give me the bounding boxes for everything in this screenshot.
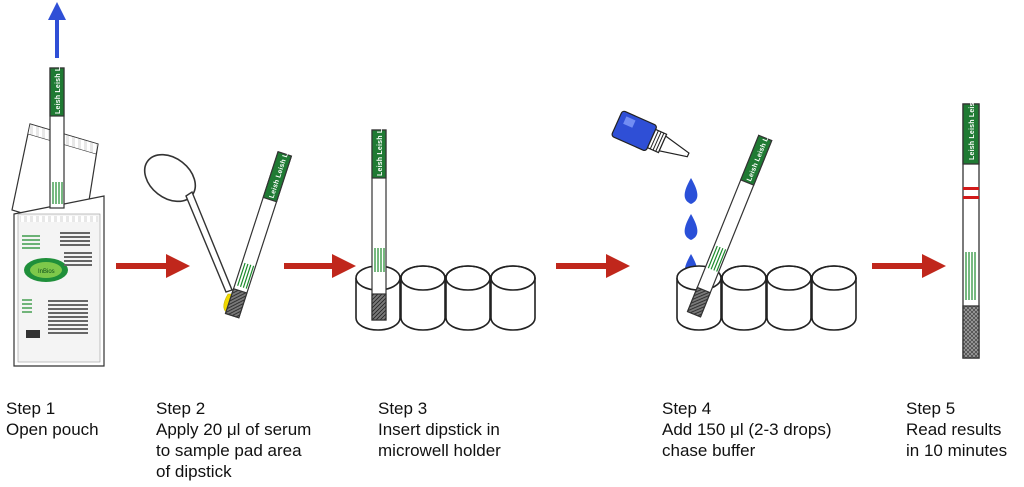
flow-arrow-3 xyxy=(556,254,630,278)
flow-arrow-2 xyxy=(284,254,356,278)
dipstick-step3: Leish Leish Leish xyxy=(371,114,387,321)
dipstick-step1: Leish Leish Leish xyxy=(49,52,65,209)
step-5-title: Step 5 xyxy=(906,399,956,418)
step2-illustration: Leish Leish Leish xyxy=(143,138,294,319)
step3-illustration: Leish Leish Leish xyxy=(355,114,536,331)
step-1-caption: Step 1 Open pouch xyxy=(6,398,99,440)
step-2-line-3: of dipstick xyxy=(156,462,232,481)
step-1-line-1: Open pouch xyxy=(6,420,99,439)
step-2-title: Step 2 xyxy=(156,399,206,418)
flow-arrow-1 xyxy=(116,254,190,278)
step-2-line-1: Apply 20 μl of serum xyxy=(156,420,312,439)
pouch-logo-text: InBios xyxy=(38,269,55,275)
dipstick-step2: Leish Leish Leish xyxy=(224,138,294,319)
step-5-line-1: Read results xyxy=(906,420,1002,439)
step-5-line-2: in 10 minutes xyxy=(906,441,1008,460)
buffer-drops xyxy=(684,178,698,280)
microwell-holder-1 xyxy=(355,265,536,331)
control-line xyxy=(963,187,979,190)
svg-text:Leish Leish Leish: Leish Leish Leish xyxy=(55,52,62,114)
dipstick-step4: Leish Leish Leish xyxy=(686,122,776,318)
svg-text:Leish Leish Leish: Leish Leish Leish xyxy=(377,114,384,176)
step-4-caption: Step 4 Add 150 μl (2-3 drops) chase buff… xyxy=(662,398,832,461)
pull-up-arrow xyxy=(48,2,66,58)
step5-illustration: Leish Leish Leish xyxy=(962,98,980,359)
step-3-caption: Step 3 Insert dipstick in microwell hold… xyxy=(378,398,501,461)
pipette-spoon xyxy=(143,153,233,293)
step-3-line-1: Insert dipstick in xyxy=(378,420,500,439)
step1-illustration: InBios Leish Leish Leish xyxy=(11,2,105,367)
svg-text:Leish Leish Leish: Leish Leish Leish xyxy=(969,98,976,160)
step-3-title: Step 3 xyxy=(378,399,428,418)
step-4-line-2: chase buffer xyxy=(662,441,756,460)
buffer-drop-1 xyxy=(684,178,698,204)
flow-arrow-4 xyxy=(872,254,946,278)
step-1-title: Step 1 xyxy=(6,399,56,418)
step-2-line-2: to sample pad area xyxy=(156,441,302,460)
step4-illustration: Leish Leish Leish xyxy=(611,110,857,331)
dipstick-result: Leish Leish Leish xyxy=(962,98,980,359)
dipstick-brand-band xyxy=(49,67,65,117)
step-3-line-2: microwell holder xyxy=(378,441,501,460)
step-2-caption: Step 2 Apply 20 μl of serum to sample pa… xyxy=(156,398,311,482)
step-4-title: Step 4 xyxy=(662,399,712,418)
step-4-line-1: Add 150 μl (2-3 drops) xyxy=(662,420,832,439)
test-line xyxy=(963,196,979,199)
buffer-drop-2 xyxy=(684,214,698,240)
step-5-caption: Step 5 Read results in 10 minutes xyxy=(906,398,1007,461)
svg-text:Leish Leish Leish: Leish Leish Leish xyxy=(746,122,776,182)
dropper-bottle xyxy=(611,110,690,158)
pouch: InBios xyxy=(13,195,105,367)
